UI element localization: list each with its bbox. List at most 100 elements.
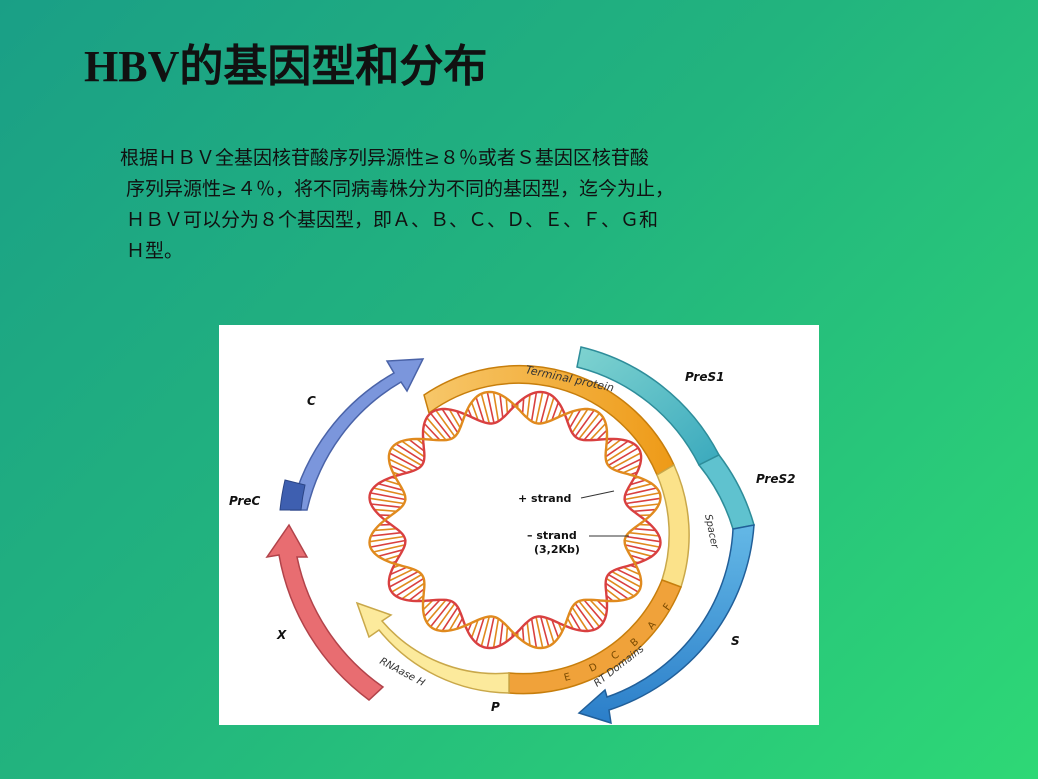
rnaase-h-arrow — [355, 601, 510, 694]
dna-base-pair — [578, 412, 601, 440]
minus-strand-size-label: (3,2Kb) — [534, 543, 580, 556]
dna-base-pair — [589, 422, 607, 441]
c-gene-label: C — [307, 394, 316, 408]
prec-gene-segment — [279, 479, 306, 511]
dna-base-pair — [607, 447, 639, 467]
genome-map-svg: C PreC X P S PreS1 PreS2 Terminal protei… — [229, 346, 795, 725]
dna-base-pair — [526, 394, 531, 418]
dna-base-pair — [626, 482, 653, 491]
dna-base-pair — [624, 487, 657, 496]
dna-base-pair — [607, 573, 639, 593]
dna-base-pair — [499, 394, 504, 418]
paragraph-line: 序列异源性≥４％，将不同病毒株分为不同的基因型，迄今为止， — [120, 178, 674, 200]
dna-base-pair — [374, 527, 397, 532]
dna-base-pair — [456, 410, 464, 423]
dna-base-pair — [435, 409, 456, 437]
dna-base-pair — [611, 452, 641, 470]
dna-base-pair — [545, 397, 555, 423]
dna-base-pair — [571, 408, 589, 434]
dna-base-pair — [574, 409, 595, 437]
p-gene-label: P — [491, 700, 500, 714]
dna-base-pair — [605, 440, 629, 458]
dna-base-pair — [539, 393, 550, 424]
dna-base-pair — [470, 402, 479, 421]
dna-base-pair — [384, 554, 401, 561]
slide-title: HBV的基因型和分布 — [84, 42, 488, 91]
dna-base-pair — [492, 392, 500, 422]
dna-base-pair — [535, 391, 544, 424]
dna-base-pair — [377, 482, 404, 491]
dna-base-pair — [370, 539, 406, 548]
dna-base-pair — [530, 618, 538, 648]
dna-base-pair — [566, 410, 574, 423]
dna-base-pair — [480, 393, 491, 424]
dna-base-pair — [448, 611, 461, 632]
dna-base-pair — [429, 412, 452, 440]
minus-strand-label: – strand — [527, 529, 577, 542]
dna-base-pair — [616, 568, 642, 582]
rt-subdomain-label: D — [588, 661, 600, 674]
dna-base-pair — [566, 617, 574, 630]
dna-base-pair — [475, 617, 485, 643]
dna-base-pair — [423, 599, 441, 618]
dna-base-pair — [395, 577, 425, 597]
dna-base-pair — [401, 582, 425, 600]
dna-base-pair — [505, 398, 509, 414]
dna-base-pair — [429, 600, 452, 628]
dna-base-pair — [374, 508, 397, 513]
dna-base-pair — [578, 600, 601, 628]
dna-base-pair — [480, 616, 491, 647]
dna-base-pair — [470, 619, 479, 638]
dna-base-pair — [622, 464, 641, 474]
dna-base-pair — [583, 417, 604, 441]
dna-base-pair — [611, 570, 641, 588]
dna-base-pair — [624, 492, 660, 501]
dna-base-pair — [369, 535, 405, 543]
dna-base-pair — [373, 487, 406, 496]
x-gene-label: X — [276, 628, 287, 642]
dna-base-pair — [391, 573, 423, 593]
dna-base-pair — [616, 458, 642, 472]
dna-base-pair — [391, 447, 423, 467]
dna-base-pair — [605, 582, 629, 600]
dna-strand — [368, 390, 662, 650]
dna-base-pair — [389, 452, 419, 470]
dna-base-pair — [539, 616, 550, 647]
dna-base-pair — [625, 497, 661, 505]
dna-base-pair — [395, 443, 425, 463]
dna-base-pair — [526, 622, 531, 646]
paragraph-line: ＨＢＶ可以分为８个基因型，即Ａ、Ｂ、Ｃ、Ｄ、Ｅ、Ｆ、Ｇ和 — [120, 209, 659, 231]
dna-base-pair — [589, 599, 607, 618]
pres2-gene-label: PreS2 — [756, 472, 795, 486]
dna-base-pair — [422, 599, 434, 611]
dna-base-pair — [370, 492, 406, 501]
dna-base-pair — [408, 438, 425, 452]
prec-gene-label: PreC — [229, 494, 260, 508]
dna-base-pair — [551, 402, 560, 421]
dna-base-pair — [535, 616, 544, 649]
dna-base-pair — [605, 577, 635, 597]
dna-base-pair — [456, 617, 464, 630]
dna-base-pair — [422, 429, 434, 441]
dna-base-pair — [574, 603, 595, 631]
dna-base-pair — [389, 566, 408, 576]
dna-base-pair — [384, 479, 401, 486]
dna-base-pair — [389, 464, 408, 474]
paragraph-line: 根据ＨＢＶ全基因核苷酸序列异源性≥８％或者Ｓ基因区核苷酸 — [120, 147, 649, 169]
dna-base-pair — [486, 391, 495, 424]
dna-base-pair — [629, 479, 646, 486]
dna-base-pair — [373, 544, 406, 553]
plus-strand-pointer — [580, 490, 615, 499]
dna-base-pair — [441, 606, 459, 632]
dna-base-pair — [435, 603, 456, 631]
dna-base-pair — [622, 566, 641, 576]
dna-base-pair — [530, 392, 538, 422]
paragraph-line: Ｈ型。 — [120, 240, 184, 262]
dna-base-pair — [441, 408, 459, 434]
dna-base-pair — [633, 508, 656, 513]
dna-base-pair — [624, 544, 657, 553]
dna-base-pair — [633, 527, 656, 532]
dna-base-pair — [401, 440, 425, 458]
dna-base-pair — [499, 622, 504, 646]
dna-base-pair — [486, 616, 495, 649]
